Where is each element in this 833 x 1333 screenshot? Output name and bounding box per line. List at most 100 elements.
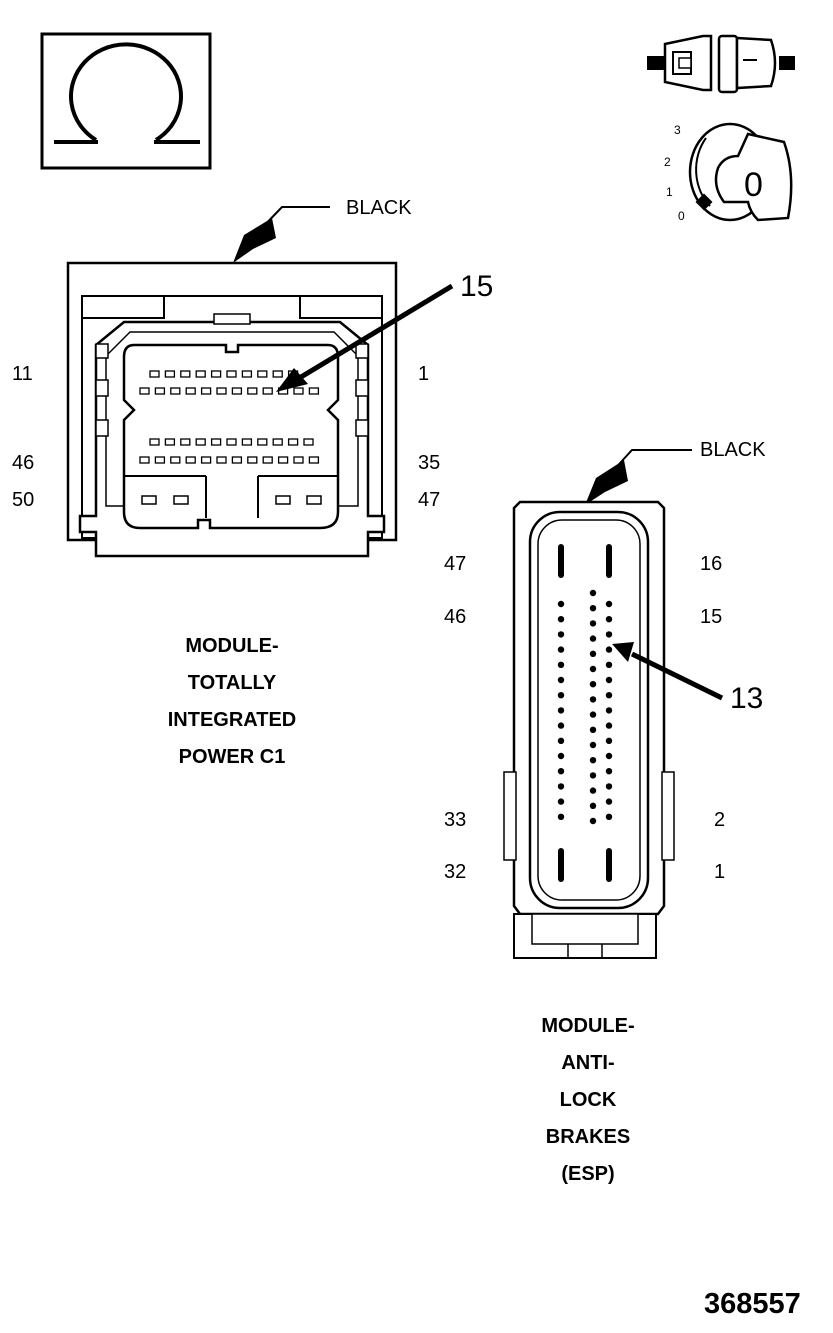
abs-pin-cavity	[557, 676, 565, 684]
tipm-pin-cavity	[262, 456, 273, 464]
tipm-pin-cavity	[216, 456, 227, 464]
abs-pin-cavity	[589, 711, 597, 718]
tipm-pin-cavity	[231, 456, 243, 464]
tipm-title-line: INTEGRATED	[167, 709, 297, 731]
abs-pin-cavities	[557, 589, 613, 825]
abs-pin-cavity	[605, 798, 613, 805]
abs-title-line: ANTI-	[561, 1052, 615, 1074]
tipm-pin-cavity	[257, 438, 268, 446]
tipm-pin-cavity	[210, 438, 222, 446]
abs-pin-cavity	[557, 631, 565, 638]
abs-pin-cavity	[589, 802, 597, 809]
abs-pin-label-16: 16	[700, 553, 723, 575]
figure-number: 368557	[704, 1288, 801, 1320]
tipm-pin-cavity	[195, 370, 206, 378]
abs-pin-cavity	[605, 813, 613, 820]
abs-pin-cavity	[557, 737, 565, 744]
abs-callout-pin-13: 13	[730, 682, 764, 715]
tipm-pin-cavity	[185, 387, 196, 395]
tipm-pin-cavity	[272, 438, 283, 446]
abs-pin-label-46: 46	[444, 606, 467, 628]
tipm-pin-cavity	[154, 387, 166, 395]
tipm-pin-label-46: 46	[12, 452, 35, 474]
abs-pin-label-2: 2	[714, 809, 726, 831]
tipm-pin-cavity	[180, 438, 191, 446]
tipm-pin-cavity	[139, 387, 150, 395]
tipm-pin-cavity	[262, 387, 273, 395]
ignition-key-off-icon: 3 2 1 0 0	[664, 122, 793, 223]
abs-pin-label-33: 33	[444, 809, 467, 831]
abs-pin-cavity	[557, 798, 565, 805]
tipm-pin-cavity	[257, 370, 268, 378]
tipm-pin-cavity	[200, 387, 212, 395]
abs-pin-cavity	[557, 783, 565, 790]
tipm-title-line: TOTALLY	[187, 672, 277, 694]
tipm-pin-cavity	[247, 456, 258, 464]
abs-pin-cavity	[589, 787, 597, 794]
tipm-pin-cavity	[241, 438, 253, 446]
tipm-pin-cavity	[226, 370, 237, 378]
tipm-pin-cavities	[139, 370, 320, 464]
abs-pin-cavity	[605, 631, 613, 638]
tipm-pin-cavity	[241, 370, 253, 378]
abs-pin-cavity	[605, 692, 613, 699]
abs-pin-cavity	[589, 726, 597, 733]
tipm-pin-cavity	[200, 456, 212, 464]
tipm-wire-color-label: BLACK	[346, 197, 412, 219]
abs-pin-cavity	[589, 665, 597, 673]
tipm-pin-cavity	[277, 456, 289, 464]
abs-pin-cavity	[557, 752, 565, 760]
tipm-pin-label-1: 1	[418, 363, 430, 385]
tipm-pin-cavity	[154, 456, 166, 464]
abs-pin-cavity	[589, 605, 597, 612]
abs-pin-label-1: 1	[714, 861, 726, 883]
tipm-pin-cavity	[164, 370, 176, 378]
abs-pin-cavity	[605, 661, 613, 668]
tipm-pin-cavity	[164, 438, 176, 446]
ignition-position-3: 3	[674, 123, 681, 137]
tipm-pin-cavity	[149, 438, 160, 446]
abs-pin-cavity	[589, 650, 597, 657]
abs-pin-cavity	[589, 757, 597, 764]
ohmmeter-icon	[40, 32, 212, 170]
tipm-pin-cavity	[308, 456, 320, 464]
abs-pin-cavity	[605, 722, 613, 729]
abs-pin-cavity	[557, 616, 565, 623]
abs-pin-cavity	[589, 635, 597, 642]
tipm-title-line: POWER C1	[178, 746, 286, 768]
connector-disconnected-icon	[647, 34, 795, 94]
abs-pin-cavity	[605, 752, 613, 760]
tipm-pin-cavity	[287, 438, 299, 446]
abs-pin-cavity	[557, 661, 565, 668]
ignition-key-label: 0	[744, 166, 763, 204]
abs-pin-cavity	[605, 737, 613, 744]
ignition-position-2: 2	[664, 155, 671, 169]
tipm-pin-cavity	[170, 387, 181, 395]
tipm-pin-cavity	[231, 387, 243, 395]
tipm-pin-cavity	[170, 456, 181, 464]
ignition-position-0: 0	[678, 209, 685, 223]
tipm-pin-cavity	[308, 387, 320, 395]
tipm-pin-cavity	[149, 370, 160, 378]
abs-pin-cavity	[589, 589, 597, 597]
abs-title-line: MODULE-	[541, 1015, 635, 1037]
tipm-pin-cavity	[139, 456, 150, 464]
tipm-pin-cavity	[247, 387, 258, 395]
abs-title-line: (ESP)	[561, 1163, 615, 1185]
tipm-pin-label-11: 11	[12, 363, 33, 385]
abs-pin-cavity	[557, 600, 565, 608]
abs-title-line: LOCK	[559, 1089, 617, 1111]
tipm-pin-cavity	[226, 438, 237, 446]
tipm-connector-face	[66, 206, 454, 558]
ignition-position-1: 1	[666, 185, 673, 199]
abs-pin-cavity	[605, 676, 613, 684]
abs-pin-cavity	[605, 783, 613, 790]
abs-pin-cavity	[605, 707, 613, 714]
abs-pin-cavity	[589, 620, 597, 627]
abs-pin-cavity	[605, 600, 613, 608]
abs-pin-label-15: 15	[700, 606, 723, 628]
tipm-title-line: MODULE-	[185, 635, 279, 657]
tipm-pin-cavity	[293, 456, 304, 464]
abs-pin-cavity	[557, 692, 565, 699]
